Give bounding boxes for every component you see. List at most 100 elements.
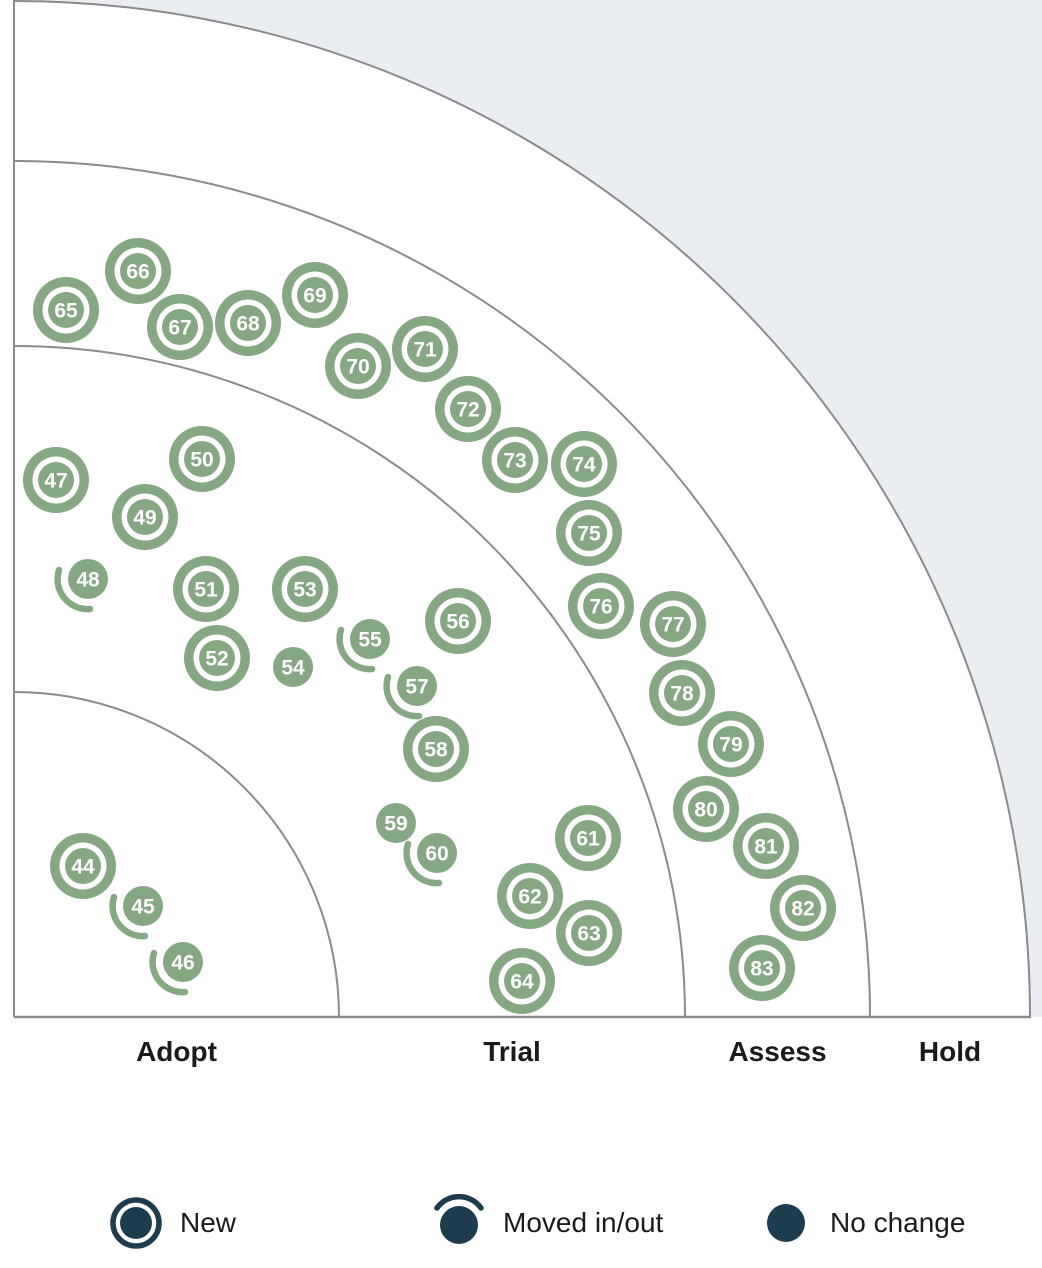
blip-number: 72 [456,399,479,422]
blip-number: 44 [71,856,95,879]
blip-number: 80 [694,799,717,822]
moved-arc [336,626,376,673]
blip-number: 66 [126,261,149,284]
ring-boundary-arc [13,160,871,1018]
moved-arc [54,566,94,613]
blip-66[interactable]: 66 [105,238,171,304]
blip-number: 79 [719,734,742,757]
blip-45[interactable]: 45 [109,886,163,940]
blip-number: 74 [572,454,596,477]
blip-50[interactable]: 50 [169,426,235,492]
blip-72[interactable]: 72 [435,376,501,442]
blip-number: 62 [518,886,541,909]
blip-number: 68 [236,313,260,336]
blip-46[interactable]: 46 [149,942,203,996]
ring-boundary-arc [13,691,340,1018]
blip-number: 60 [425,843,448,866]
legend-item-no-change: No change [757,1194,965,1252]
new-blip-icon [110,1197,162,1249]
blip-number: 58 [424,739,448,762]
blip-65[interactable]: 65 [33,277,99,343]
blip-59[interactable]: 59 [376,803,416,843]
blip-number: 45 [131,896,155,919]
blip-61[interactable]: 61 [555,805,621,871]
ring-label-adopt: Adopt [136,1036,217,1067]
moved-arc [109,893,149,940]
blip-number: 77 [661,614,684,637]
legend-label-no-change: No change [830,1207,966,1238]
ring-label-trial: Trial [483,1036,541,1067]
blip-57[interactable]: 57 [383,666,437,720]
blip-number: 75 [577,523,601,546]
blip-number: 82 [791,898,814,921]
blip-49[interactable]: 49 [112,484,178,550]
blip-number: 65 [54,300,78,323]
blip-number: 78 [670,683,694,706]
blip-number: 53 [293,579,316,602]
blip-60[interactable]: 60 [403,833,457,887]
moved-blip-icon [434,1194,484,1244]
blip-81[interactable]: 81 [733,813,799,879]
blip-58[interactable]: 58 [403,716,469,782]
blip-number: 47 [44,470,67,493]
ring-boundary-arc [13,345,686,1018]
blip-number: 59 [384,813,407,836]
blip-64[interactable]: 64 [489,948,555,1014]
blip-number: 57 [405,676,428,699]
blip-63[interactable]: 63 [556,900,622,966]
blip-51[interactable]: 51 [173,556,239,622]
blip-70[interactable]: 70 [325,333,391,399]
blip-73[interactable]: 73 [482,427,548,493]
moved-arc [149,949,189,996]
blip-number: 54 [281,657,305,680]
no-change-blip-icon [767,1204,805,1242]
blip-75[interactable]: 75 [556,500,622,566]
blip-number: 56 [446,611,469,634]
blip-62[interactable]: 62 [497,863,563,929]
blip-number: 50 [190,449,213,472]
blip-53[interactable]: 53 [272,556,338,622]
blip-47[interactable]: 47 [23,447,89,513]
blip-69[interactable]: 69 [282,262,348,328]
blip-67[interactable]: 67 [147,294,213,360]
blip-number: 64 [510,971,534,994]
blip-77[interactable]: 77 [640,591,706,657]
legend-label-moved: Moved in/out [503,1207,664,1238]
blip-number: 71 [413,339,437,362]
ring-label-hold: Hold [918,1036,982,1067]
blip-number: 55 [358,629,382,652]
blip-80[interactable]: 80 [673,776,739,842]
blip-82[interactable]: 82 [770,875,836,941]
moved-arc [383,673,423,720]
blip-number: 83 [750,958,773,981]
blip-71[interactable]: 71 [392,316,458,382]
legend-item-moved: Moved in/out [430,1194,663,1252]
blip-number: 46 [171,952,194,975]
blip-76[interactable]: 76 [568,573,634,639]
blip-number: 51 [194,579,218,602]
blip-74[interactable]: 74 [551,431,617,497]
blip-number: 76 [589,596,612,619]
blip-number: 63 [577,923,600,946]
blip-number: 61 [576,828,600,851]
blip-68[interactable]: 68 [215,290,281,356]
blip-55[interactable]: 55 [336,619,390,673]
blip-79[interactable]: 79 [698,711,764,777]
blip-52[interactable]: 52 [184,625,250,691]
blip-number: 73 [503,450,526,473]
blip-78[interactable]: 78 [649,660,715,726]
blip-48[interactable]: 48 [54,559,108,613]
blip-44[interactable]: 44 [50,833,116,899]
ring-label-assess: Assess [728,1036,827,1067]
blip-83[interactable]: 83 [729,935,795,1001]
ring-boundary-arc [13,0,1031,1018]
blip-number: 70 [346,356,369,379]
blip-number: 52 [205,648,228,671]
moved-arc [403,840,443,887]
blip-number: 81 [754,836,778,859]
blip-number: 69 [303,285,326,308]
blip-56[interactable]: 56 [425,588,491,654]
blip-54[interactable]: 54 [273,647,313,687]
